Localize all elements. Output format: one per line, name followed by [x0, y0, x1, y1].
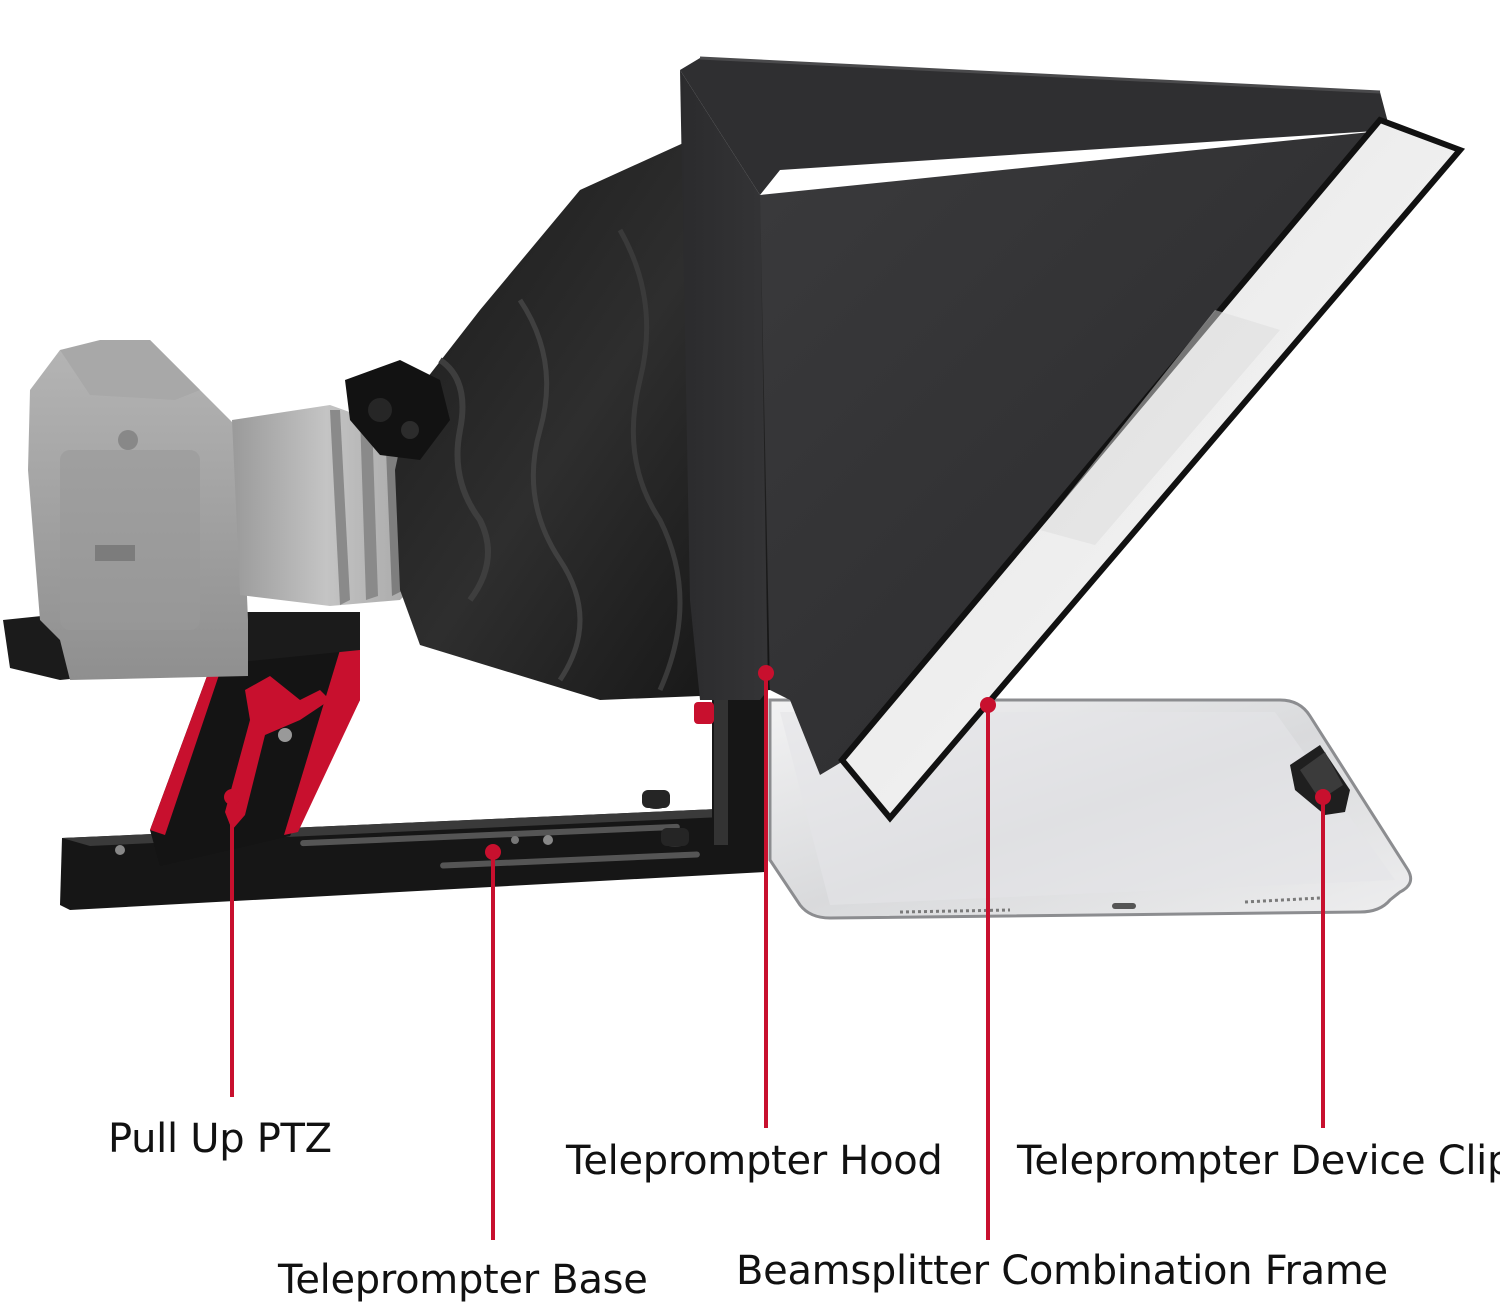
callout-line-teleprompter-hood [758, 665, 774, 1128]
beamsplitter-glass [838, 116, 1466, 823]
camera-body [28, 340, 248, 680]
label-teleprompter-base: Teleprompter Base [278, 1257, 648, 1303]
hood [680, 56, 1390, 775]
callout-line-teleprompter-base [485, 844, 501, 1240]
callout-line-device-clip [1315, 789, 1331, 1128]
label-teleprompter-hood: Teleprompter Hood [566, 1138, 943, 1184]
hood-post [694, 690, 767, 845]
label-pull-up-ptz: Pull Up PTZ [108, 1116, 332, 1162]
callout-line-beamsplitter-frame [980, 697, 996, 1240]
device-clip-part [1290, 745, 1350, 815]
callout-line-pull-up-ptz [224, 789, 240, 1097]
label-beamsplitter-combination-frame: Beamsplitter Combination Frame [736, 1248, 1388, 1294]
label-teleprompter-device-clip: Teleprompter Device Clip [1017, 1138, 1500, 1184]
callout-lines [224, 665, 1331, 1240]
